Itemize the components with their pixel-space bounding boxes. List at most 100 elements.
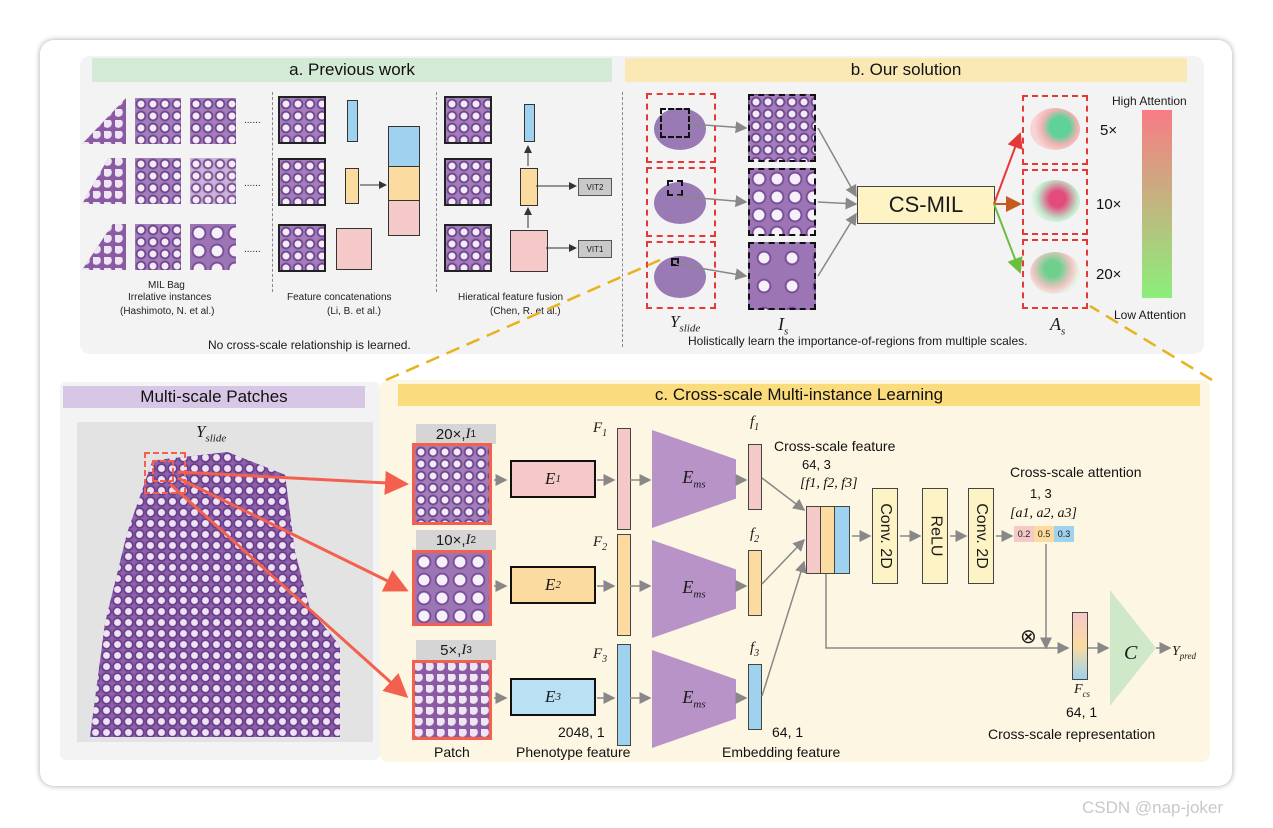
b-is-label: Is: [778, 314, 789, 338]
vit1-box: VIT1: [578, 240, 612, 258]
cross-scale-feature-label: Cross-scale feature: [774, 438, 896, 454]
left-yslide-label: Yslide: [196, 422, 227, 445]
feature-F1: [617, 428, 631, 530]
irrelative-label: Irrelative instances: [128, 292, 212, 303]
feature-concat-label: Feature concatenations: [287, 292, 392, 303]
label-f1: f1: [750, 414, 760, 433]
conv-2d-2: Conv. 2D: [968, 488, 994, 584]
scale-10x: 10×: [1096, 196, 1122, 213]
watermark: CSDN @nap-joker: [1082, 798, 1224, 817]
ellipsis-2: ......: [244, 178, 261, 189]
fcs-dim: 64, 1: [1066, 704, 1098, 720]
multiply-icon: ⊗: [1020, 626, 1037, 648]
patch-20x: [412, 443, 492, 525]
csa-dim: 1, 3: [1030, 486, 1052, 501]
arrow-to-20x: [993, 203, 1023, 274]
label-embedding: Embedding feature: [722, 744, 841, 760]
patch-10x: [412, 550, 492, 626]
slide-roi-inner: [152, 460, 174, 482]
vit1-label: VIT1: [586, 244, 604, 254]
attn-cell-2: 0.5: [1034, 526, 1054, 542]
concat-feat-1: [347, 100, 358, 142]
feature-F2: [617, 534, 631, 636]
label-F3: F3: [593, 646, 608, 665]
label-patch: Patch: [434, 744, 470, 760]
left-panel-title: Multi-scale Patches: [63, 386, 365, 408]
label-F2: F2: [593, 534, 608, 553]
section-a-arrows: [360, 145, 577, 252]
b-as-label: As: [1050, 314, 1066, 338]
label-phenotype: Phenotype feature: [516, 744, 631, 760]
classifier-label: C: [1124, 642, 1138, 664]
dim-64: 64, 1: [772, 724, 804, 740]
hier-feat-top: [524, 104, 535, 142]
section-c-arrows: [494, 474, 1172, 704]
section-b-arrows: [675, 121, 858, 281]
conv-2d-1: Conv. 2D: [872, 488, 898, 584]
ellipsis-3: ......: [244, 244, 261, 255]
csf-stack: [806, 500, 854, 574]
attn-cell-3: 0.3: [1054, 526, 1074, 542]
patch-5x: [412, 660, 492, 740]
dim-2048: 2048, 1: [558, 724, 605, 740]
section-b-caption: Holistically learn the importance-of-reg…: [688, 334, 1028, 348]
section-a-title: a. Previous work: [92, 58, 612, 82]
csf-dim: 64, 3: [802, 457, 831, 472]
hashimoto-label: (Hashimoto, N. et al.): [120, 306, 215, 317]
feature-F3: [617, 644, 631, 746]
ellipsis-1: ......: [244, 115, 261, 126]
vit2-box: VIT2: [578, 178, 612, 196]
hier-fusion-label: Hieratical feature fusion: [458, 292, 564, 303]
b-yslide-label: Yslide: [670, 312, 701, 335]
vit2-label: VIT2: [586, 182, 604, 192]
divider-2: [436, 92, 437, 292]
label-representation: Cross-scale representation: [988, 726, 1156, 742]
label-f2: f2: [750, 526, 760, 545]
cs-mil-label: CS-MIL: [888, 192, 964, 217]
csa-set: [a1, a2, a3]: [1010, 506, 1077, 521]
attn-cell-1: 0.2: [1014, 526, 1034, 542]
zoom-line-left: [385, 258, 661, 382]
divider-1: [272, 92, 273, 292]
concat-feat-2: [345, 168, 359, 204]
scale-5x: 5×: [1100, 122, 1118, 139]
label-Fcs: Fcs: [1074, 682, 1091, 699]
divider-3: [622, 92, 623, 347]
mil-bag-label: MIL Bag: [148, 280, 185, 291]
section-c-title: c. Cross-scale Multi-instance Learning: [398, 384, 1200, 406]
slide-to-patch-arrows: [168, 470, 409, 699]
feature-f3: [748, 664, 762, 730]
attention-colorbar: [1142, 110, 1172, 298]
zoom-line-right: [1089, 304, 1213, 382]
low-attention-label: Low Attention: [1114, 308, 1187, 322]
feature-f1: [748, 444, 762, 510]
label-F1: F1: [593, 420, 608, 439]
section-a-caption: No cross-scale relationship is learned.: [208, 338, 411, 352]
high-attention-label: High Attention: [1112, 94, 1187, 108]
scale-20x: 20×: [1096, 266, 1122, 283]
label-f3: f3: [750, 640, 760, 659]
feature-Fcs: [1072, 612, 1088, 680]
feature-f2: [748, 550, 762, 616]
arrow-to-5x: [993, 132, 1023, 205]
attn-cells: 0.2 0.5 0.3: [1014, 526, 1074, 542]
relu-box: ReLU: [922, 488, 948, 584]
concat-cube: [388, 126, 426, 236]
concat-feat-3: [336, 228, 372, 270]
hier-feat-bot: [510, 230, 548, 272]
hier-feat-mid: [520, 168, 538, 206]
ypred-label: Ypred: [1172, 644, 1196, 661]
section-b-title: b. Our solution: [625, 58, 1187, 82]
chen-label: (Chen, R. et al.): [490, 306, 561, 317]
cs-mil-box: CS-MIL: [857, 186, 995, 224]
li-label: (Li, B. et al.): [327, 306, 381, 317]
cross-scale-attention-label: Cross-scale attention: [1010, 464, 1142, 480]
csf-set: [f1, f2, f3]: [800, 476, 858, 491]
